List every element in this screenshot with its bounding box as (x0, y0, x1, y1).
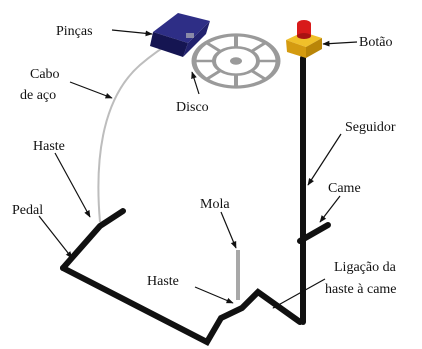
label-cabo: Cabo (30, 67, 60, 82)
arrow-cabo (69, 81, 113, 99)
spring (236, 250, 240, 300)
arrow-ligacao (272, 278, 326, 309)
label-ligacao-1: Ligação da (334, 260, 397, 275)
push-button (286, 20, 322, 58)
arrow-haste-top (54, 152, 91, 218)
label-haste-top: Haste (33, 139, 65, 154)
pedal-rod (60, 208, 126, 271)
label-botao: Botão (359, 35, 392, 50)
label-came: Came (328, 181, 361, 196)
brake-disc (191, 33, 281, 89)
arrow-botao (322, 40, 358, 47)
label-mola: Mola (200, 197, 230, 212)
label-disco: Disco (176, 100, 209, 115)
arrow-came (319, 195, 341, 223)
arrow-pincas (111, 29, 153, 37)
steel-cable (97, 37, 179, 223)
leader-arrows (38, 29, 358, 309)
arrow-disco (191, 71, 200, 95)
arrow-pedal (38, 215, 73, 259)
arrow-mola (220, 211, 237, 249)
brake-clamp (150, 13, 210, 57)
base-rod (60, 265, 303, 346)
cam-link (297, 222, 331, 244)
label-de-aco: de aço (20, 88, 56, 103)
label-pincas: Pinças (56, 24, 93, 39)
label-seguidor: Seguidor (345, 120, 396, 135)
arrow-haste-bottom (194, 286, 234, 304)
linkage-rods (60, 55, 331, 346)
label-pedal: Pedal (12, 203, 43, 218)
label-ligacao-2: haste à came (325, 282, 397, 297)
arrow-seguidor (307, 133, 342, 186)
label-haste-bottom: Haste (147, 274, 179, 289)
